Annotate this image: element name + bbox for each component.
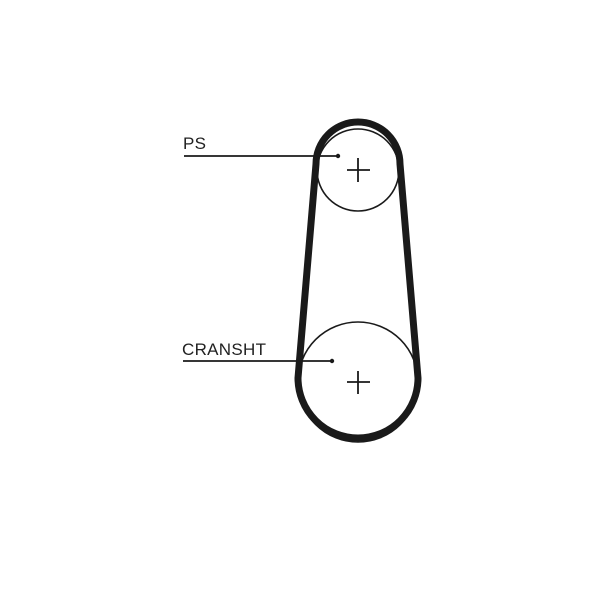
ps-center-mark-icon bbox=[347, 158, 370, 182]
crankshaft-label: CRANSHT bbox=[182, 340, 267, 359]
ps-leader-line bbox=[184, 153, 341, 159]
drive-belt bbox=[294, 118, 422, 442]
ps-label: PS bbox=[183, 134, 207, 153]
crankshaft-leader-line bbox=[183, 358, 335, 364]
crankshaft-center-mark-icon bbox=[347, 371, 370, 394]
